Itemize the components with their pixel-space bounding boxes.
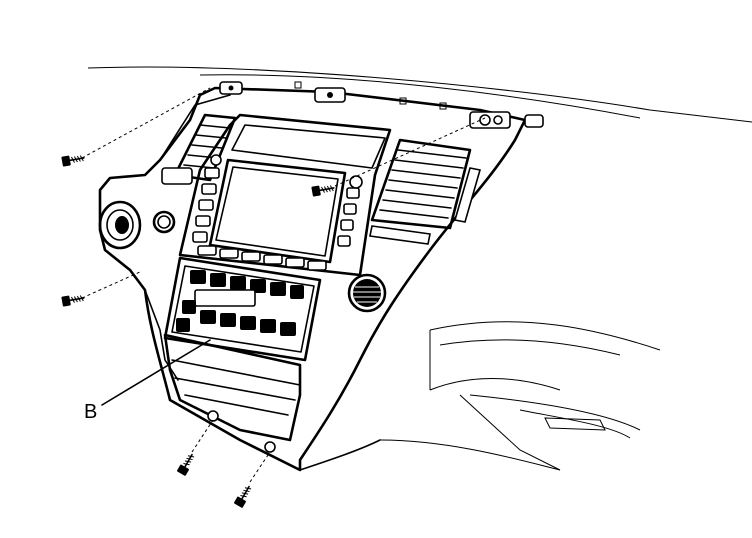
screw-upper-left: [61, 87, 211, 167]
screw-icon: [177, 453, 195, 476]
air-vent-icon: [161, 113, 237, 185]
screw-center: [311, 117, 486, 197]
ignition-knob: [98, 200, 176, 250]
screw-icon: [311, 185, 335, 197]
center-trim-panel: [98, 86, 527, 472]
air-vent-icon: [369, 138, 482, 245]
screw-icon: [234, 485, 252, 508]
mounting-tabs: [219, 81, 544, 129]
head-unit: [178, 113, 392, 277]
dashboard-top-edge: [87, 66, 752, 123]
passenger-side-dash: [379, 321, 661, 471]
speaker-grille-icon: [347, 273, 387, 313]
screw-bottom-right: [234, 451, 271, 508]
screw-icon: [61, 155, 85, 167]
screw-icon: [61, 295, 85, 307]
callout-b: B: [84, 339, 211, 423]
screw-lower-left: [61, 271, 141, 307]
callout-b-label: B: [84, 401, 97, 423]
screw-bottom-left: [177, 419, 214, 476]
climate-buttons: [176, 270, 304, 336]
lower-pocket: [163, 333, 302, 453]
climate-control-panel: [163, 256, 322, 362]
